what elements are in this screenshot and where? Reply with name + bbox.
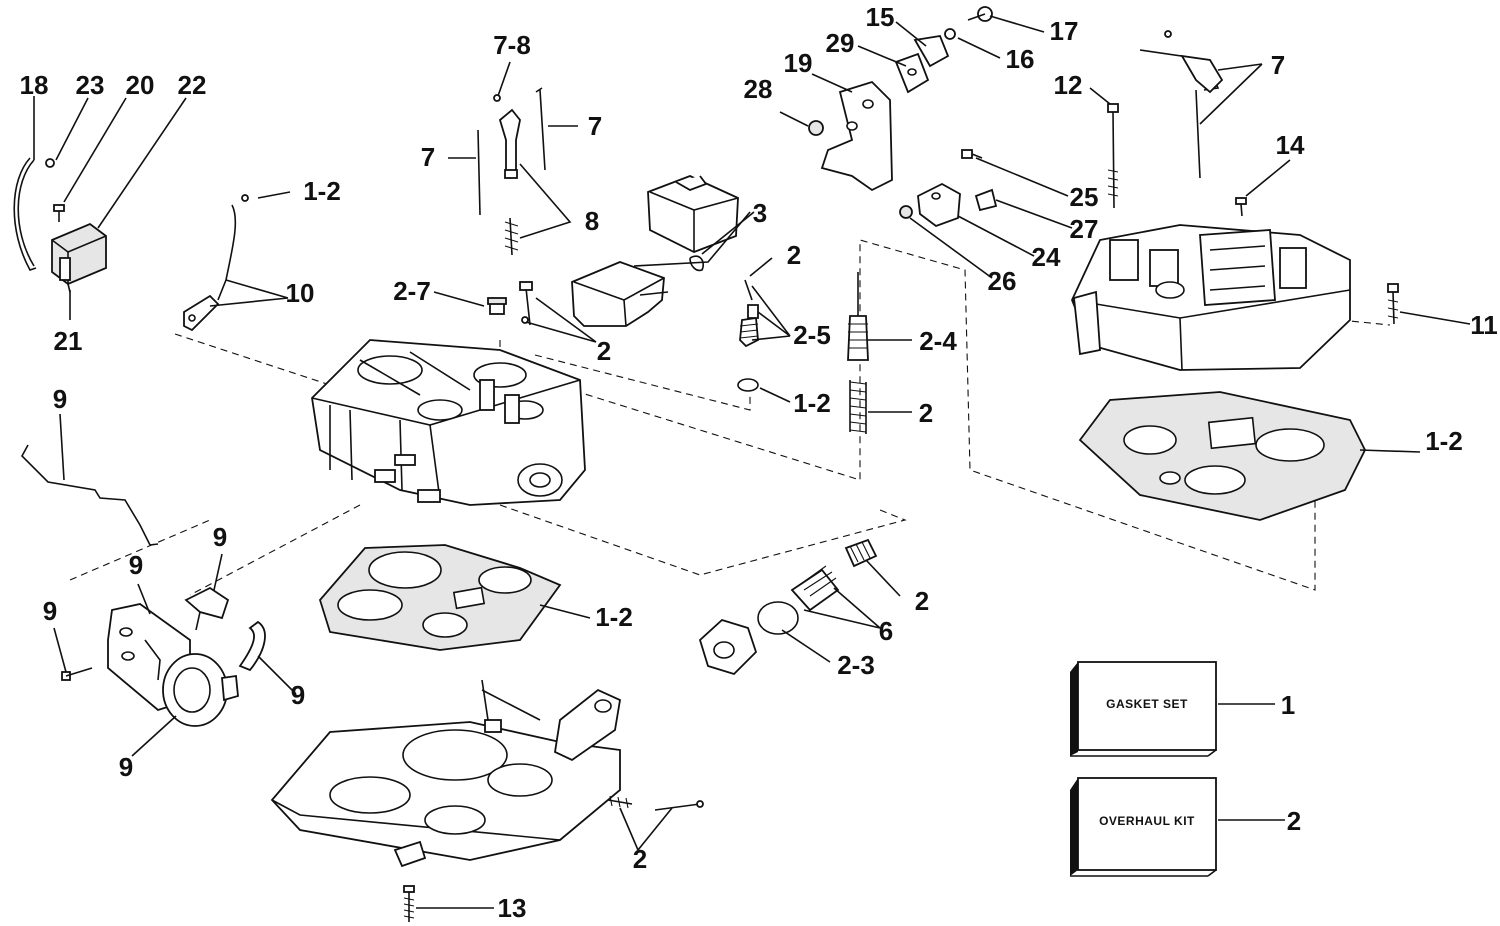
callout-28: 28 (744, 74, 773, 104)
callout-2-f: 2 (633, 844, 647, 874)
part-25-screw (961, 149, 983, 159)
gasket-1-2-center (318, 544, 562, 651)
throttle-body (270, 679, 622, 868)
overhaul-kit-box: OVERHAUL KIT (1070, 777, 1217, 877)
callout-1-2-b: 1-2 (793, 388, 831, 418)
part-2-3-gasket (757, 601, 799, 635)
part-17-screw (967, 6, 993, 22)
part-2-screws-upper (519, 281, 533, 326)
callout-2-c: 2 (919, 398, 933, 428)
gasket-set-box: GASKET SET (1070, 661, 1217, 757)
callout-2-4: 2-4 (919, 326, 957, 356)
callout-11: 11 (1470, 310, 1498, 340)
callout-7-c: 7 (1271, 50, 1285, 80)
callout-9-d: 9 (43, 596, 57, 626)
callout-18: 18 (20, 70, 49, 100)
part-2-7-plug (487, 297, 507, 315)
part-10-link (183, 194, 249, 332)
callout-2-5: 2-5 (793, 320, 831, 350)
callout-9-e: 9 (291, 680, 305, 710)
part-16-washer (944, 28, 956, 40)
callout-9-c: 9 (213, 522, 227, 552)
callout-1-2-c: 1-2 (1425, 426, 1463, 456)
callout-7-8: 7-8 (493, 30, 531, 60)
callout-14: 14 (1276, 130, 1305, 160)
part-27-screw (974, 188, 998, 212)
callout-10: 10 (286, 278, 315, 308)
main-float-bowl (311, 339, 586, 506)
callout-1: 1 (1281, 690, 1295, 720)
callout-21: 21 (54, 326, 83, 356)
part-19-choke-lever (820, 80, 893, 192)
part-2-spring-center (849, 380, 867, 434)
callout-15: 15 (866, 2, 895, 32)
air-horn-top (1071, 224, 1351, 371)
part-3-air-horn-covers (571, 175, 739, 327)
leader-lines (33, 15, 1471, 909)
part-8-pump-rod (498, 108, 521, 256)
callout-27: 27 (1070, 214, 1099, 244)
callout-17: 17 (1050, 16, 1079, 46)
fuel-inlet-nut (698, 618, 758, 676)
callout-12: 12 (1054, 70, 1083, 100)
part-13-screw (403, 885, 415, 922)
part-26-nut (899, 205, 913, 219)
gasket-set-label: GASKET SET (1106, 697, 1188, 711)
callout-9-a: 9 (53, 384, 67, 414)
callout-29: 29 (826, 28, 855, 58)
part-14-screw (1235, 197, 1247, 217)
part-9-hose (238, 620, 266, 672)
callout-16: 16 (1006, 44, 1035, 74)
part-9-screw (61, 667, 93, 681)
part-2-filter-spring (844, 538, 878, 568)
part-22-switch (51, 222, 107, 293)
callout-20: 20 (126, 70, 155, 100)
callout-9-f: 9 (119, 752, 133, 782)
part-18-rod (13, 157, 37, 271)
part-9-lever (184, 586, 230, 631)
callout-24: 24 (1032, 242, 1061, 272)
part-2-4-power-piston (847, 272, 869, 361)
callout-2-d: 2 (915, 586, 929, 616)
part-12-long-screw (1107, 103, 1119, 209)
part-29-block (894, 52, 930, 94)
callout-6: 6 (879, 616, 893, 646)
callout-22: 22 (178, 70, 207, 100)
assembly-guide-lines (69, 239, 1391, 596)
callout-labels: 18 23 20 22 21 7-8 7 7 8 1-2 10 2-7 2 3 … (20, 2, 1498, 923)
callout-23: 23 (76, 70, 105, 100)
callout-2-e: 2 (1287, 806, 1301, 836)
part-20-screw (53, 204, 65, 222)
callout-3: 3 (753, 198, 767, 228)
callout-2-7: 2-7 (393, 276, 431, 306)
part-2-throttle-screws (607, 795, 704, 811)
callout-7-a: 7 (588, 111, 602, 141)
part-2-5-needle-seat (737, 279, 759, 392)
callout-7-b: 7 (421, 142, 435, 172)
callout-13: 13 (498, 893, 527, 923)
part-23-clip (45, 158, 55, 168)
part-11-screw (1387, 283, 1399, 325)
callout-8: 8 (585, 206, 599, 236)
callout-26: 26 (988, 266, 1017, 296)
callout-2-a: 2 (597, 336, 611, 366)
part-7-rods (477, 87, 546, 216)
callout-2-b: 2 (787, 240, 801, 270)
part-9-vacuum-diaphragm (162, 653, 239, 727)
part-28-nut (808, 120, 824, 136)
callout-19: 19 (784, 48, 813, 78)
part-9-rod (21, 444, 159, 546)
callout-1-2-d: 1-2 (595, 602, 633, 632)
gasket-1-2-right (1078, 391, 1367, 521)
callout-1-2-a: 1-2 (303, 176, 341, 206)
part-24-choke-plate (917, 182, 961, 228)
overhaul-kit-label: OVERHAUL KIT (1099, 814, 1195, 828)
part-6-fuel-filter (790, 565, 840, 612)
callout-25: 25 (1070, 182, 1099, 212)
callout-9-b: 9 (129, 550, 143, 580)
part-7-rods-right (1139, 30, 1224, 179)
callout-2-3: 2-3 (837, 650, 875, 680)
